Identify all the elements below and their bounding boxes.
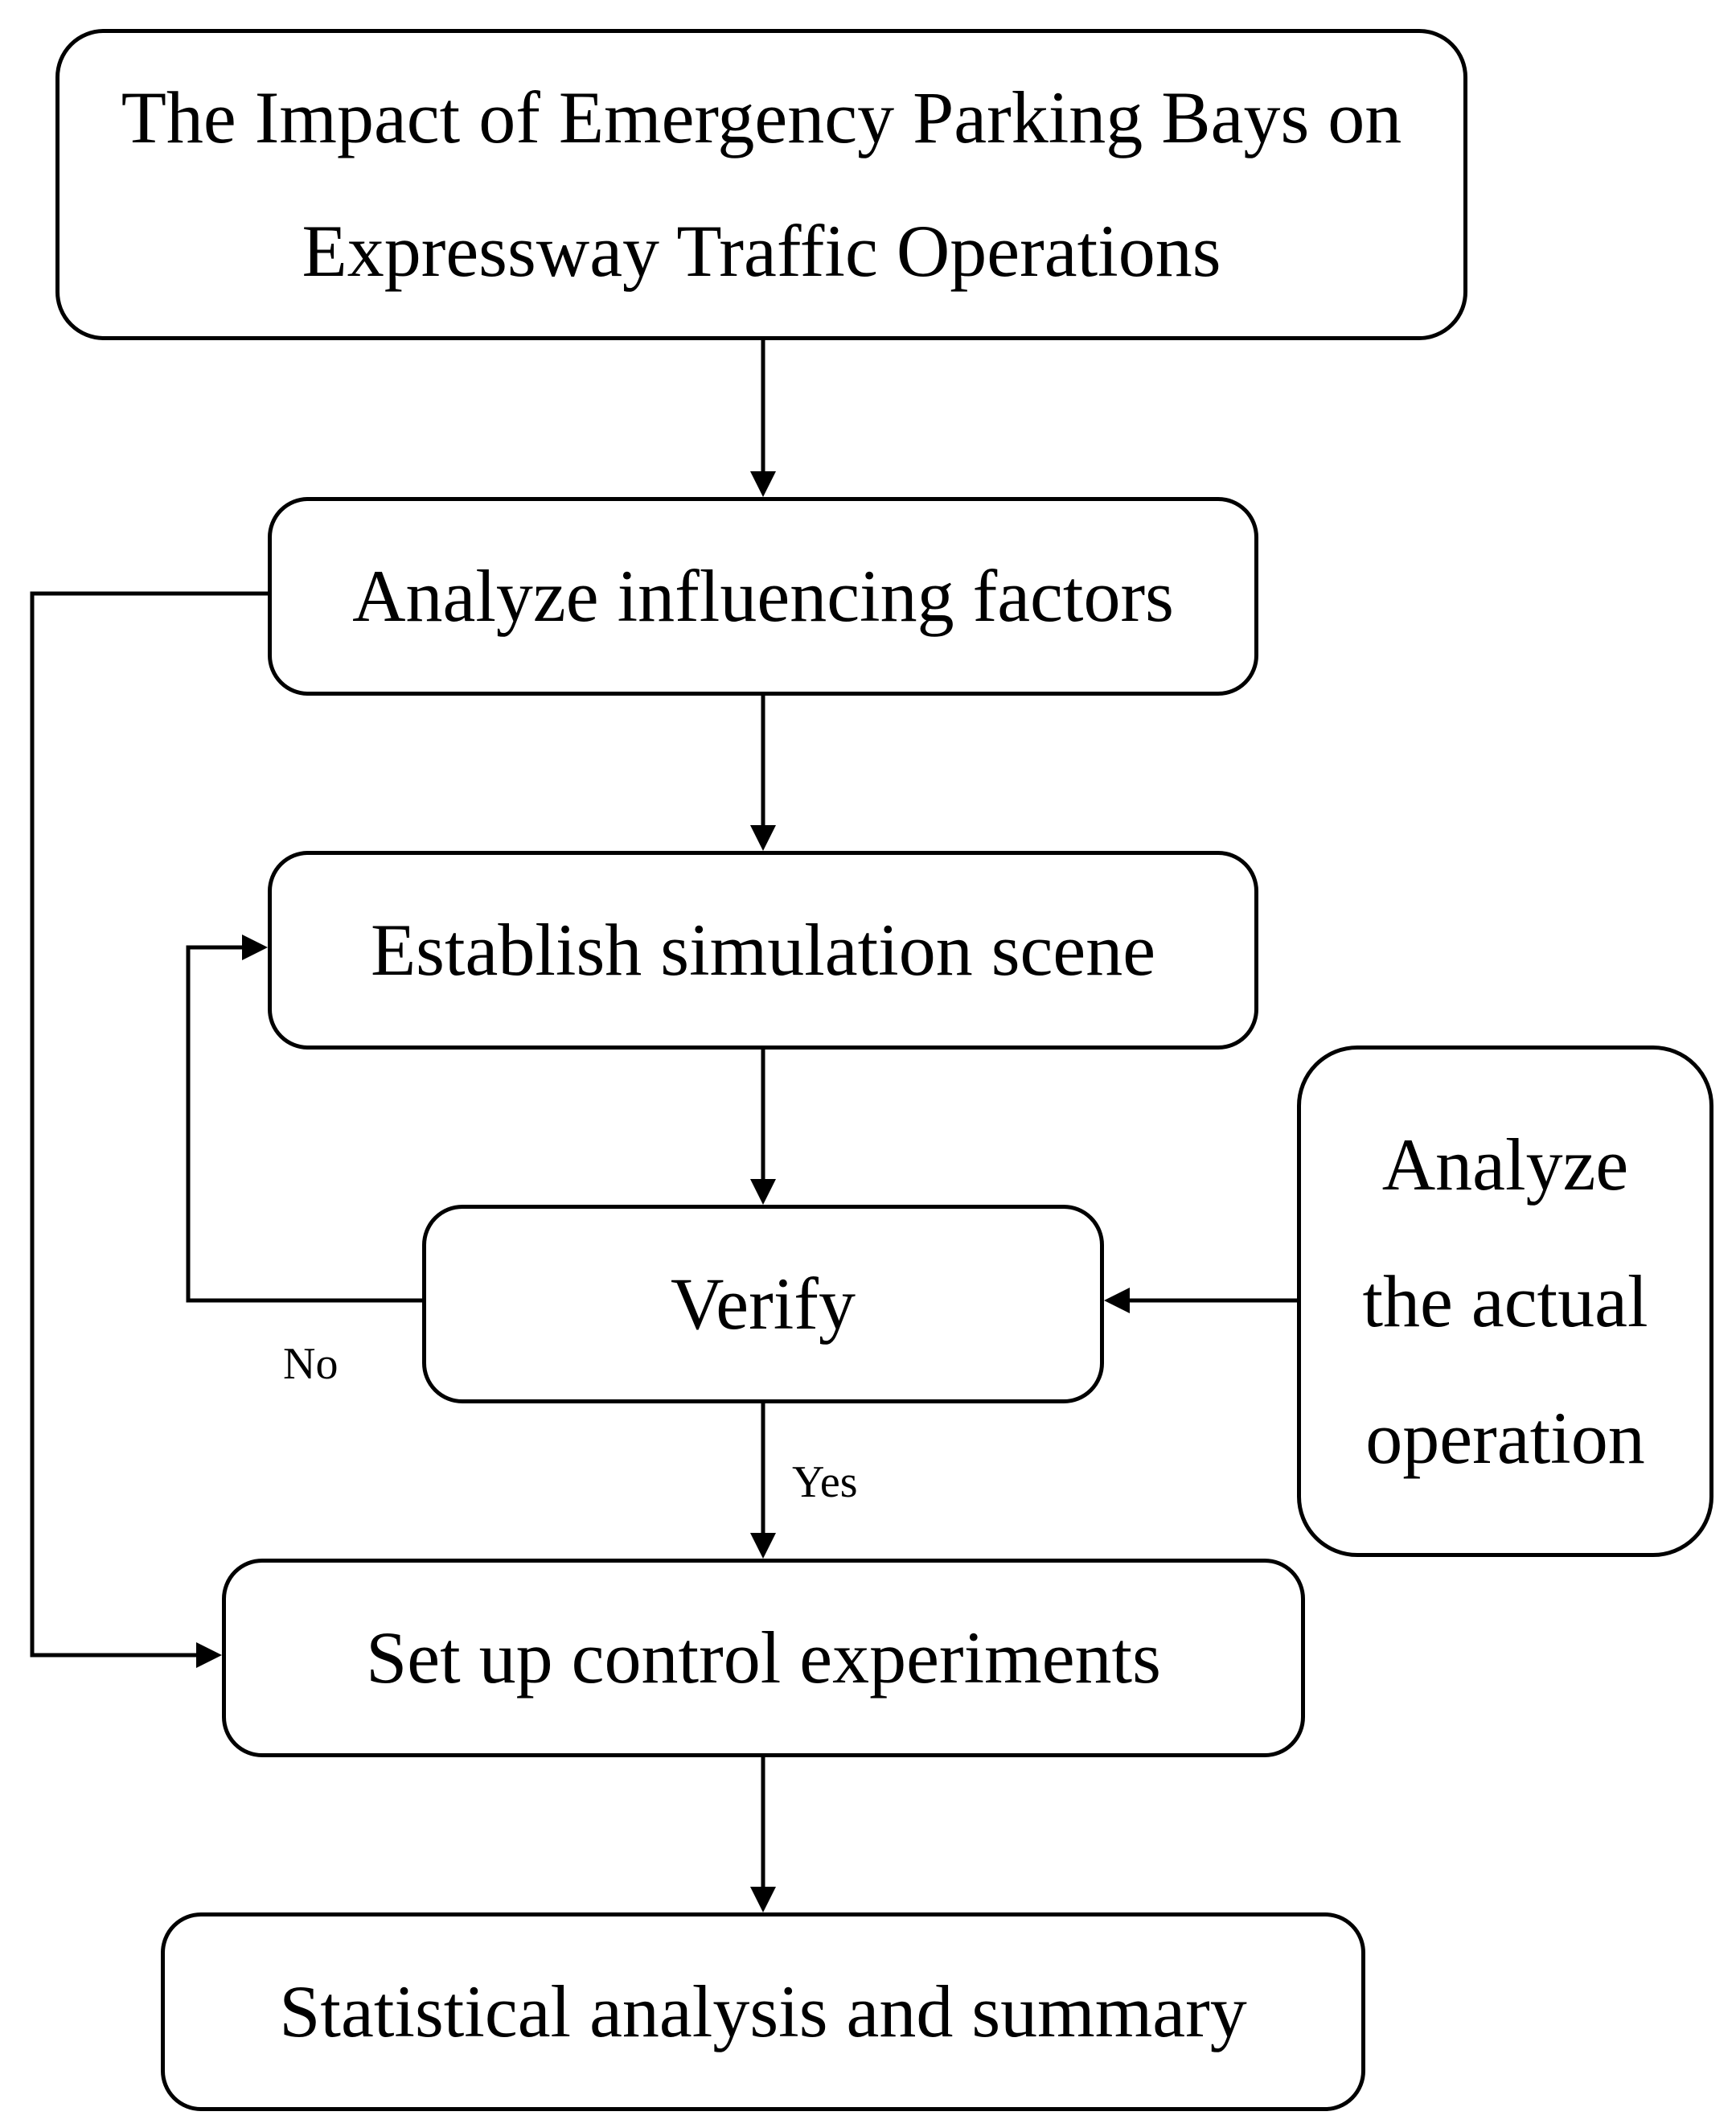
edge-label-yes: Yes [792, 1457, 858, 1507]
node-analyze-factors: Analyze influencing factors [268, 497, 1258, 696]
node-summary: Statistical analysis and summary [161, 1912, 1365, 2111]
arrowhead-verify-no-loop [242, 935, 268, 960]
arrowhead-actual-to-verify [1104, 1288, 1130, 1313]
arrowhead-setup-to-summary [750, 1887, 776, 1912]
arrow-verify-no-loop [186, 945, 422, 1303]
node-actual-operation: Analyze the actual operation [1297, 1046, 1713, 1557]
node-control-experiments-text: Set up control experiments [366, 1617, 1161, 1699]
node-establish-scene-text: Establish simulation scene [370, 909, 1156, 992]
arrowhead-verify-to-setup [750, 1533, 776, 1559]
node-establish-scene: Establish simulation scene [268, 851, 1258, 1050]
arrow-analyze-bypass [30, 591, 268, 1658]
arrowhead-analyze-to-establish [750, 825, 776, 851]
edge-label-no: No [283, 1339, 339, 1389]
arrowhead-analyze-bypass [196, 1642, 222, 1668]
arrowhead-title-to-analyze [750, 471, 776, 497]
node-control-experiments: Set up control experiments [222, 1559, 1305, 1757]
node-verify-text: Verify [671, 1263, 856, 1345]
node-title: The Impact of Emergency Parking Bays on … [55, 29, 1467, 340]
node-actual-operation-text: Analyze the actual operation [1362, 1123, 1648, 1480]
node-analyze-factors-text: Analyze influencing factors [352, 555, 1174, 638]
node-title-text: The Impact of Emergency Parking Bays on … [121, 76, 1402, 292]
node-verify: Verify [422, 1205, 1104, 1403]
node-summary-text: Statistical analysis and summary [279, 1970, 1247, 2053]
arrowhead-establish-to-verify [750, 1179, 776, 1205]
